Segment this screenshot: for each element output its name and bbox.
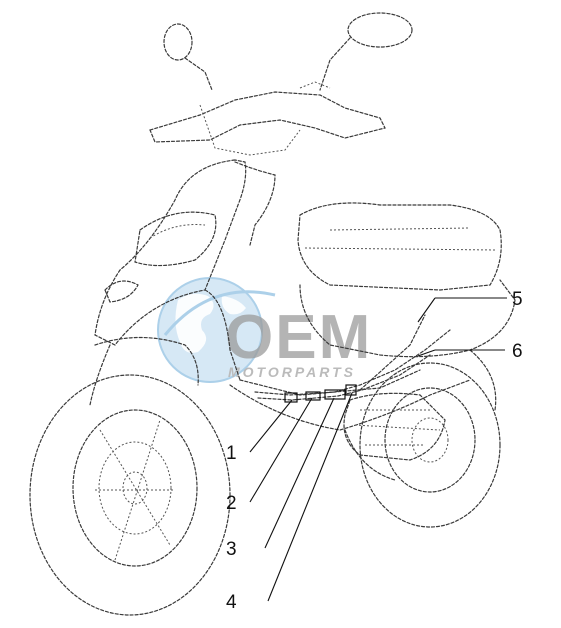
front-wheel (29, 374, 231, 616)
callout-6: 6 (512, 341, 523, 362)
callout-2: 2 (226, 493, 237, 514)
cable-bundle (254, 329, 451, 396)
callout-5: 5 (512, 289, 523, 310)
cable-clamp (305, 391, 321, 401)
watermark-tagline: MOTORPARTS (228, 364, 356, 380)
front-fairing (94, 159, 247, 346)
headlight (134, 211, 217, 267)
rear-rim (384, 387, 476, 493)
front-rim (72, 409, 198, 567)
handlebar (149, 91, 386, 143)
callout-3: 3 (226, 539, 237, 560)
scooter-outline (29, 12, 516, 616)
cable-clamp (324, 389, 346, 400)
right-mirror (347, 12, 413, 48)
watermark: OEM MOTORPARTS (157, 277, 372, 383)
callout-4: 4 (226, 592, 237, 613)
callouts: 1 2 3 4 5 6 (226, 289, 523, 613)
rear-body (299, 279, 516, 358)
leader-lines (249, 297, 507, 602)
floorboard (229, 379, 471, 431)
watermark-brand: OEM (225, 303, 372, 372)
callout-1: 1 (226, 443, 237, 464)
left-mirror (163, 23, 193, 61)
seat (297, 202, 502, 291)
engine (343, 392, 446, 461)
rear-wheel (359, 362, 501, 528)
